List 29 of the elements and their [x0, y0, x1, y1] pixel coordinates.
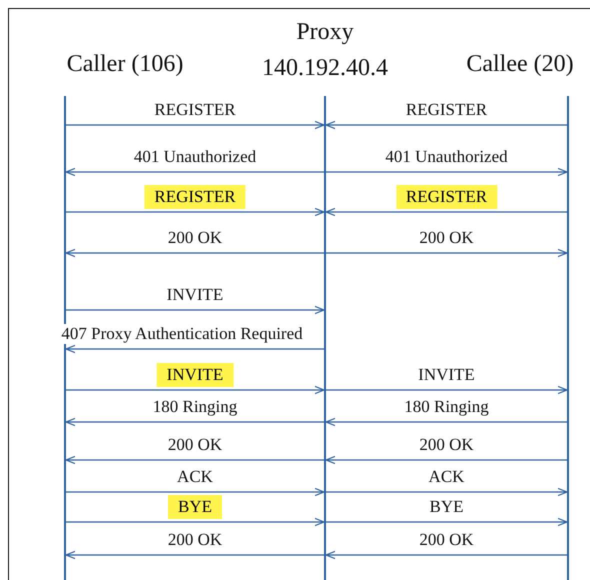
participant-label: Caller (106) [66, 50, 184, 79]
message-arrow [65, 418, 324, 426]
participant-label: Proxy 140.192.40.4 [261, 18, 389, 83]
message-arrow [326, 488, 568, 496]
message-arrow [66, 386, 325, 394]
message-arrow [325, 208, 567, 216]
message-arrow [326, 248, 568, 258]
message-label: BYE [168, 495, 222, 519]
message-arrow [65, 550, 324, 560]
message-label: INVITE [156, 363, 234, 387]
participant-label: Callee (20) [465, 50, 575, 79]
message-arrow [325, 120, 567, 130]
message-arrow [66, 208, 325, 216]
message-arrow [66, 518, 325, 526]
message-arrow [66, 120, 325, 130]
message-arrow [65, 456, 324, 464]
message-arrow [326, 386, 568, 394]
message-arrow [326, 168, 568, 176]
message-label: REGISTER [144, 185, 246, 209]
message-arrow [325, 456, 567, 464]
message-arrow [65, 344, 324, 354]
message-label: REGISTER [396, 185, 498, 209]
message-arrow [66, 306, 325, 314]
message-arrow [326, 518, 568, 526]
message-arrow [66, 488, 325, 496]
message-arrow [325, 550, 567, 560]
message-arrow [65, 168, 324, 176]
message-arrow [325, 418, 567, 426]
message-arrow [65, 248, 324, 258]
